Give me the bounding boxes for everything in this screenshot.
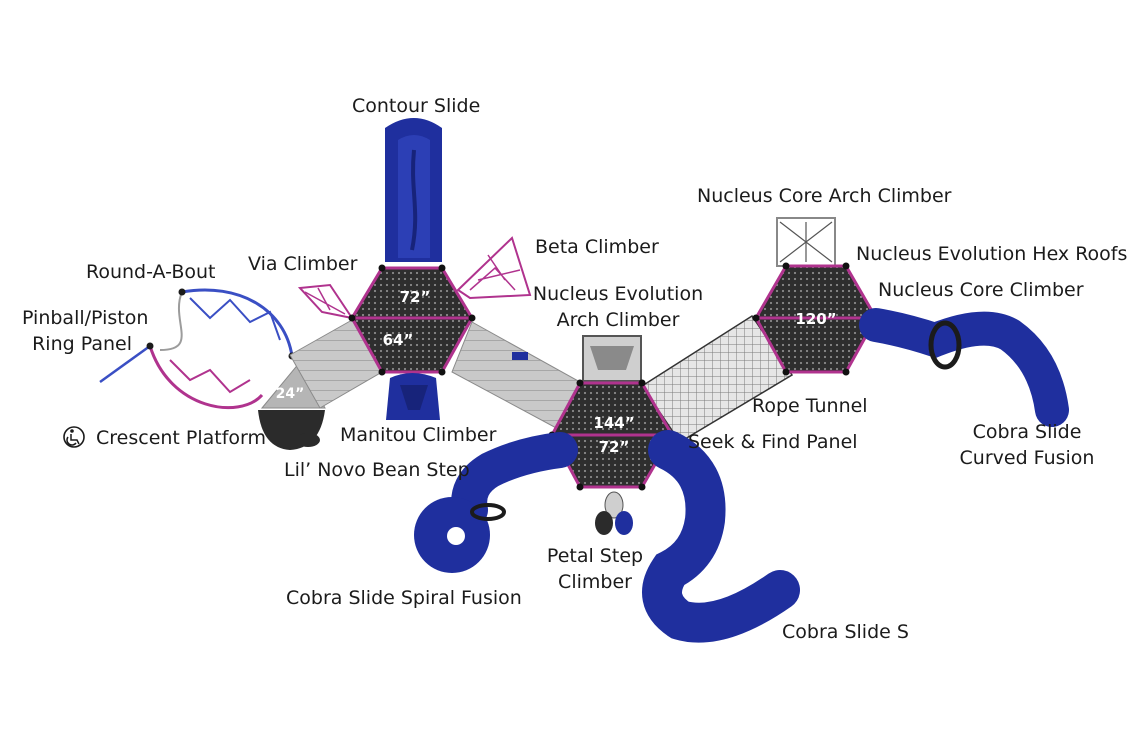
petal-step-climber bbox=[595, 491, 633, 535]
via-climber bbox=[297, 283, 355, 320]
bean-step bbox=[296, 433, 320, 447]
nucleus-core-arch-climber bbox=[776, 217, 836, 267]
label-nucleus-core-arch-climber: Nucleus Core Arch Climber bbox=[697, 185, 952, 207]
label-nucleus-evolution-hex-roofs: Nucleus Evolution Hex Roofs bbox=[856, 243, 1128, 265]
label-arch-climber: Arch Climber bbox=[556, 309, 680, 331]
label-cobra-slide: Cobra Slide bbox=[972, 421, 1082, 443]
label-manitou-climber: Manitou Climber bbox=[340, 424, 497, 446]
label-lil-novo-bean-step: Lil’ Novo Bean Step bbox=[284, 459, 470, 481]
round-a-bout bbox=[99, 288, 296, 410]
label-crescent-platform: Crescent Platform bbox=[96, 427, 267, 449]
crescent-platform bbox=[258, 361, 326, 450]
cobra-slide-s bbox=[642, 430, 800, 643]
label-cobra-slide-s: Cobra Slide S bbox=[782, 621, 909, 643]
label-ring-panel: Ring Panel bbox=[32, 333, 132, 355]
deck-height-right: 120” bbox=[795, 310, 836, 328]
label-cobra-slide-spiral-fusion: Cobra Slide Spiral Fusion bbox=[286, 587, 522, 609]
label-petal-step: Petal Step bbox=[546, 545, 644, 567]
label-nucleus-evolution: Nucleus Evolution bbox=[532, 283, 704, 305]
nucleus-evolution-arch-climber bbox=[582, 335, 642, 382]
left-hex-deck: 72” 64” bbox=[348, 264, 476, 376]
label-beta-climber: Beta Climber bbox=[535, 236, 659, 258]
label-seek-find-panel: Seek & Find Panel bbox=[688, 431, 858, 453]
beta-climber bbox=[456, 236, 532, 300]
label-climber: Climber bbox=[558, 571, 632, 593]
label-nucleus-core-climber: Nucleus Core Climber bbox=[878, 279, 1084, 301]
contour-slide bbox=[385, 118, 442, 262]
label-rope-tunnel: Rope Tunnel bbox=[752, 395, 868, 417]
deck-height-center-top: 144” bbox=[593, 414, 634, 432]
deck-height-center-bottom: 72” bbox=[599, 438, 630, 456]
cobra-slide-curved-fusion bbox=[859, 308, 1069, 427]
label-pinball-piston: Pinball/Piston bbox=[22, 307, 149, 329]
center-hex-deck: 144” 72” bbox=[548, 379, 676, 491]
deck-height-left-top: 72” bbox=[400, 288, 431, 306]
cobra-slide-spiral-fusion bbox=[414, 432, 578, 573]
label-curved-fusion: Curved Fusion bbox=[959, 447, 1095, 469]
accessibility-icon bbox=[63, 426, 85, 448]
label-contour-slide: Contour Slide bbox=[352, 95, 481, 117]
label-round-a-bout: Round-A-Bout bbox=[86, 261, 216, 283]
center-bridge bbox=[451, 321, 581, 431]
manitou-climber bbox=[386, 373, 440, 420]
deck-height-left-bottom: 64” bbox=[383, 331, 414, 349]
label-via-climber: Via Climber bbox=[248, 253, 358, 275]
rope-tunnel bbox=[640, 314, 794, 444]
right-hex-deck: 120” bbox=[752, 262, 880, 376]
platform-height: 24” bbox=[276, 386, 305, 402]
